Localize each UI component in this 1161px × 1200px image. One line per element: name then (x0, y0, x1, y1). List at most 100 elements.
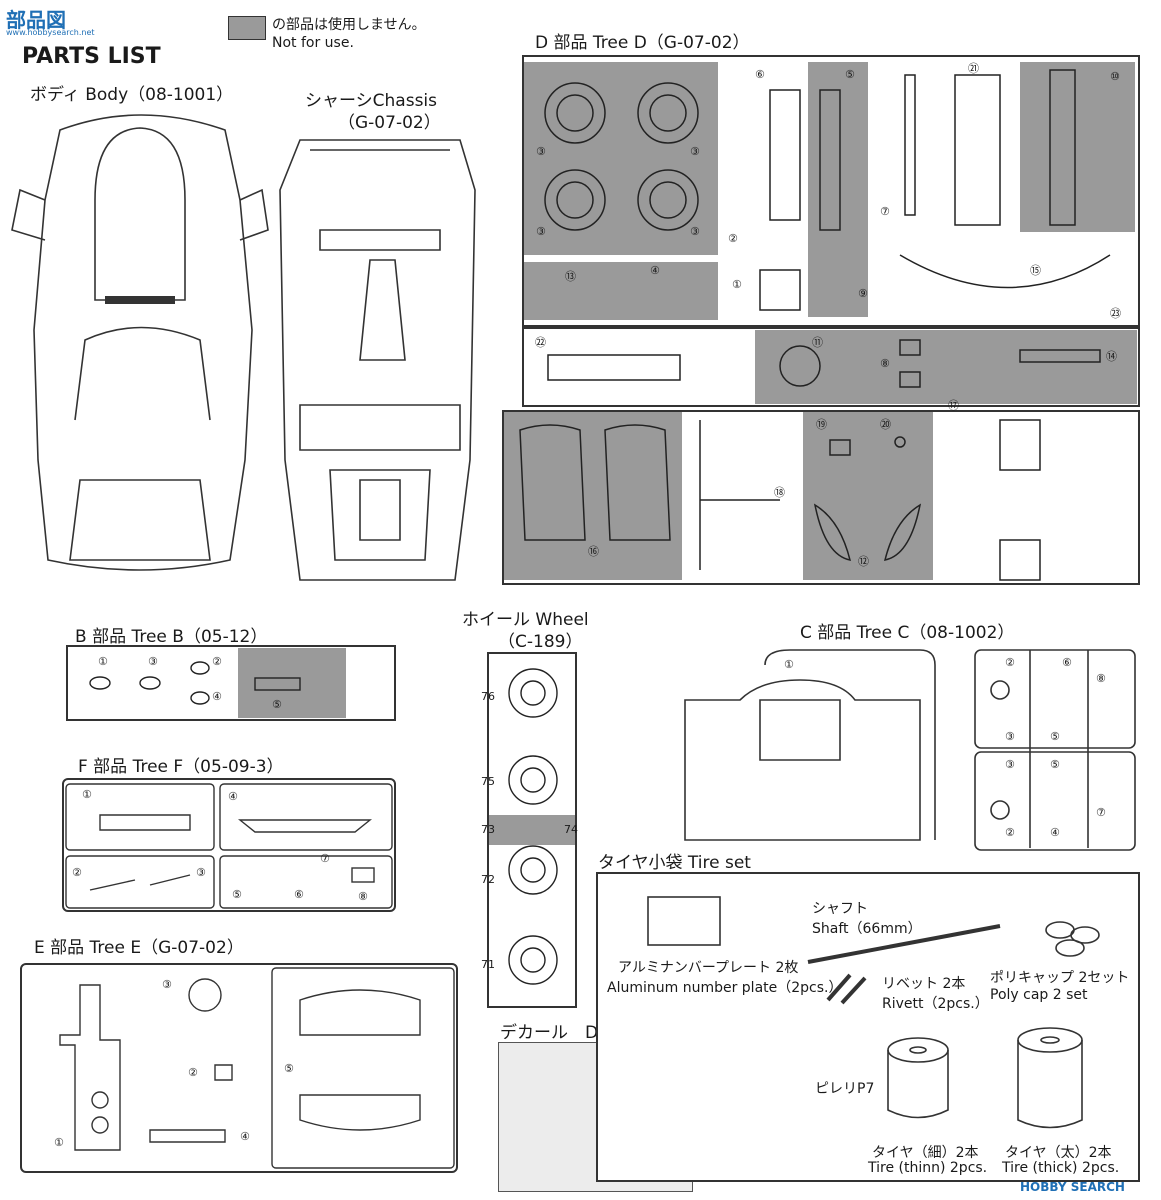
tree-c-label-6: ⑥ (1062, 656, 1072, 669)
tree-d-label-3d: ③ (690, 225, 700, 238)
hobby-search-watermark: HOBBY SEARCH (1020, 1180, 1125, 1194)
corner-watermark-url: www.hobbysearch.net (6, 28, 95, 37)
tree-b-label-2: ② (212, 655, 222, 668)
tree-d-label-3a: ③ (536, 145, 546, 158)
tree-d-vents-area (803, 412, 933, 580)
wheel-label-74: 74 (564, 823, 578, 836)
tree-d-label-10: ⑩ (1110, 70, 1120, 83)
tree-e-label-4: ④ (240, 1130, 250, 1143)
chassis-title: シャーシChassis (305, 91, 438, 111)
tree-e-label-3: ③ (162, 978, 172, 991)
tree-d-label-3b: ③ (690, 145, 700, 158)
legend-text-en: Not for use. (272, 35, 354, 51)
wheel-code: （C-189） (498, 632, 583, 652)
tree-b-title: B 部品 Tree B（05-12） (75, 627, 268, 647)
tire-set-frame (596, 872, 1140, 1182)
rivet-label-jp: リベット 2本 (882, 976, 966, 992)
wheel-label-76: 76 (481, 690, 495, 703)
tree-c-label-7: ⑦ (1096, 806, 1106, 819)
tree-f-label-5: ⑤ (232, 888, 242, 901)
polycap-label-en: Poly cap 2 set (990, 987, 1088, 1003)
tree-c-label-2b: ② (1005, 826, 1015, 839)
plate-label-en: Aluminum number plate（2pcs.） (607, 980, 843, 996)
tree-b-label-3: ③ (148, 655, 158, 668)
tree-f-label-8: ⑧ (358, 890, 368, 903)
thin-tire-label-en: Tire (thinn) 2pcs. (868, 1160, 988, 1176)
tree-f-label-1: ① (82, 788, 92, 801)
tree-d-label-11: ⑪ (812, 336, 823, 349)
tree-f-label-7: ⑦ (320, 852, 330, 865)
chassis-code: （G-07-02） (338, 113, 441, 133)
tree-b-grey-area (238, 648, 346, 718)
tree-e-label-5: ⑤ (284, 1062, 294, 1075)
tree-d-label-8: ⑧ (880, 357, 890, 370)
tree-d-mirrors-area (524, 262, 718, 320)
tree-f-title: F 部品 Tree F（05-09-3） (78, 757, 284, 777)
tree-d-label-1: ① (732, 278, 742, 291)
tree-e-label-2: ② (188, 1066, 198, 1079)
tree-f-label-4: ④ (228, 790, 238, 803)
tree-e-frame (20, 963, 458, 1173)
body-title: ボディ Body（08-1001） (30, 85, 234, 105)
tree-c-label-1: ① (784, 658, 794, 671)
tree-d-label-2: ② (728, 232, 738, 245)
thick-tire-label-jp: タイヤ（太）2本 (1005, 1145, 1112, 1161)
tree-f-label-3: ③ (196, 866, 206, 879)
tree-d-label-21: ㉑ (968, 62, 979, 75)
tree-d-label-7: ⑦ (880, 205, 890, 218)
tree-d-label-9: ⑨ (858, 287, 868, 300)
tree-f-label-2: ② (72, 866, 82, 879)
tree-d-label-18: ⑱ (774, 486, 785, 499)
parts-list-title: PARTS LIST (22, 44, 161, 69)
tree-d-chassis-parts-area (808, 62, 868, 317)
rivet-label-en: Rivett（2pcs.） (882, 996, 989, 1012)
tree-b-label-5: ⑤ (272, 698, 282, 711)
tree-c-label-5a: ⑤ (1050, 730, 1060, 743)
shaft-label-en: Shaft（66mm） (812, 921, 922, 937)
legend-text-jp: の部品は使用しません。 (272, 17, 426, 33)
wheel-label-72: 72 (481, 873, 495, 886)
tree-c-label-3a: ③ (1005, 730, 1015, 743)
wheel-label-75: 75 (481, 775, 495, 788)
tree-c-label-5b: ⑤ (1050, 758, 1060, 771)
tree-c-title: C 部品 Tree C（08-1002） (800, 623, 1015, 643)
tree-d-label-19: ⑲ (816, 418, 827, 431)
tree-f-label-6: ⑥ (294, 888, 304, 901)
plate-label-jp: アルミナンバープレート 2枚 (618, 960, 799, 976)
tree-b-label-1: ① (98, 655, 108, 668)
tree-d-label-20: ⑳ (880, 418, 891, 431)
tree-d-label-14: ⑭ (1106, 350, 1117, 363)
tree-c-label-2a: ② (1005, 656, 1015, 669)
tree-d-label-23: ㉓ (1110, 307, 1121, 320)
tree-d-label-15: ⑮ (1030, 264, 1041, 277)
pirelli-label: ピレリP7 (815, 1081, 875, 1097)
polycap-label-jp: ポリキャップ 2セット (990, 970, 1130, 986)
tree-e-title: E 部品 Tree E（G-07-02） (34, 938, 244, 958)
tire-set-title: タイヤ小袋 Tire set (598, 853, 751, 873)
tree-c-label-3b: ③ (1005, 758, 1015, 771)
tree-d-label-3c: ③ (536, 225, 546, 238)
wheel-grey-strip (489, 815, 575, 845)
shaft-label-jp: シャフト (812, 901, 868, 917)
tree-f-frame (62, 778, 396, 912)
tree-d-label-22: ㉒ (535, 336, 546, 349)
tree-d-label-16: ⑯ (588, 545, 599, 558)
tree-d-label-6: ⑥ (755, 68, 765, 81)
tree-d-seats-area (504, 412, 682, 580)
tree-d-label-4: ④ (650, 264, 660, 277)
legend-grey-swatch (228, 16, 266, 40)
wheel-label-73: 73 (481, 823, 495, 836)
tree-d-title: D 部品 Tree D（G-07-02） (535, 33, 750, 53)
tree-d-label-5: ⑤ (845, 68, 855, 81)
thin-tire-label-jp: タイヤ（細）2本 (872, 1145, 979, 1161)
wheel-title: ホイール Wheel (462, 610, 589, 630)
